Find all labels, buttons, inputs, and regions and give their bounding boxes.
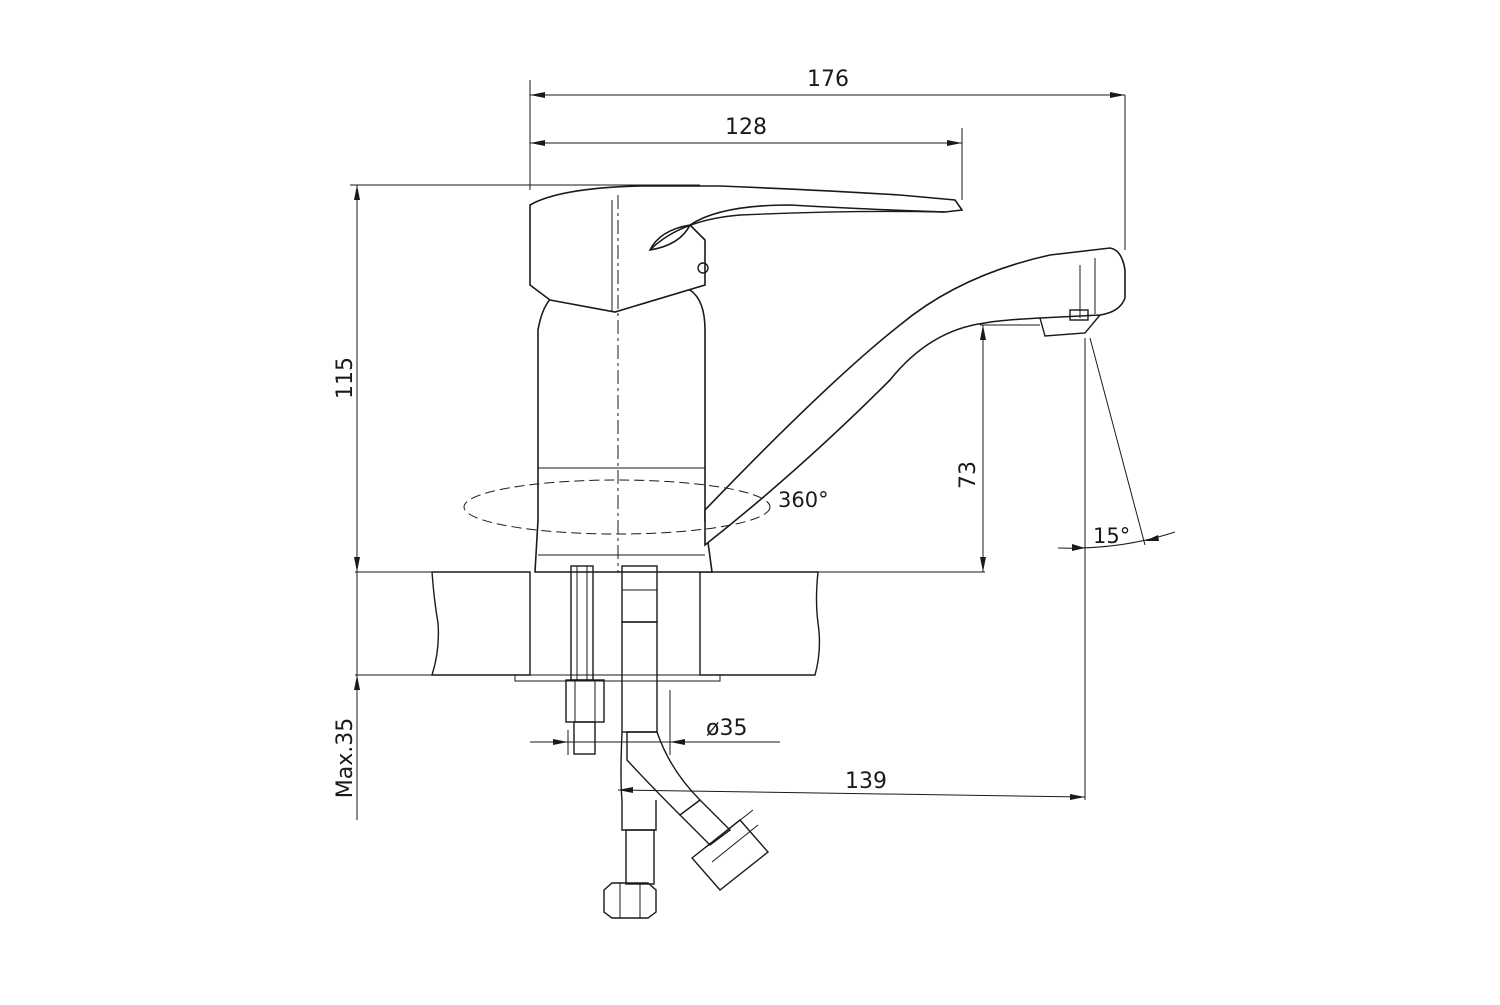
dimension-max-thickness: Max.35 (333, 572, 360, 820)
dimension-128-label: 128 (725, 115, 767, 140)
spout (704, 247, 1126, 547)
dimension-width-handle: 128 (530, 115, 963, 200)
dimension-spout-angle: 15° (1057, 337, 1176, 800)
dimension-width-total: 176 (529, 67, 1126, 250)
dimension-spout-reach: 139 (617, 769, 1086, 800)
dimension-139-label: 139 (845, 769, 887, 794)
dimension-max-label: Max.35 (333, 718, 358, 798)
supply-hose-angled (626, 731, 770, 891)
rotation-label: 360° (778, 488, 829, 512)
countertop-section (355, 571, 985, 682)
dimension-height-total: 115 (333, 184, 700, 572)
dimension-15-label: 15° (1093, 524, 1130, 548)
dimension-115-label: 115 (333, 357, 358, 399)
handle (529, 185, 964, 313)
dimension-176-label: 176 (807, 67, 849, 92)
faucet-body (534, 289, 713, 573)
rotation-indicator: 360° (463, 479, 829, 535)
dimension-diameter-label: ø35 (706, 716, 747, 741)
dimension-73-label: 73 (956, 461, 981, 489)
dimension-hole-diameter: ø35 (530, 690, 780, 755)
dimension-spout-height: 73 (956, 324, 1040, 572)
mounting-stud (565, 565, 605, 755)
